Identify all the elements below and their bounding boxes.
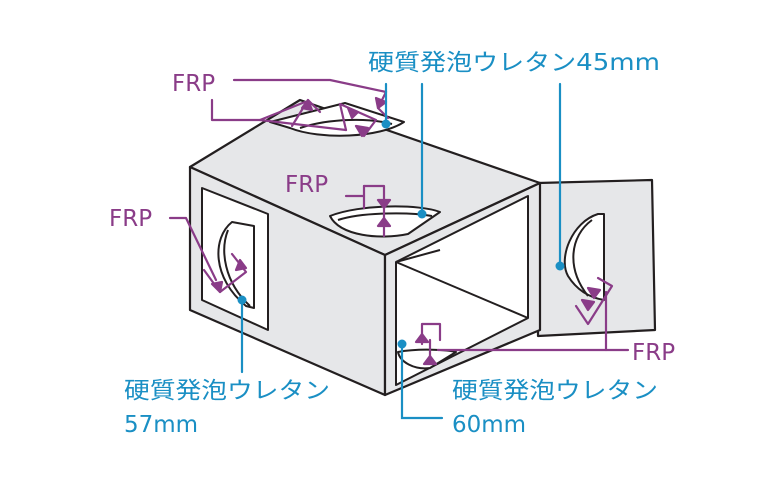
frp-arrow	[414, 332, 430, 344]
urethane-dot	[555, 261, 565, 271]
frp-arrow	[376, 198, 392, 210]
frp-top-leader	[258, 118, 348, 132]
frp-arrow	[210, 280, 224, 294]
frp-left-leader	[168, 216, 218, 282]
label-urethane-45: 硬質発泡ウレタン45mm	[368, 50, 660, 76]
label-urethane-60-line1: 硬質発泡ウレタン	[452, 378, 658, 404]
flange-window	[563, 213, 605, 301]
flange-window-arc	[563, 213, 605, 301]
frp-arrow	[580, 298, 596, 312]
label-frp-left: FRP	[109, 206, 152, 232]
opening-depth-line	[395, 261, 529, 319]
frp-arrow	[422, 354, 438, 366]
urethane-dot	[417, 209, 427, 219]
frp-arrow	[354, 124, 370, 138]
label-urethane-57-line2: 57mm	[124, 412, 198, 438]
labels: FRP FRP FRP FRP 硬質発泡ウレタン45mm 硬質発泡ウレタン 57…	[109, 50, 675, 438]
label-urethane-60-line2: 60mm	[452, 412, 526, 438]
left-window-arc	[217, 221, 255, 309]
frp-markers	[168, 78, 630, 366]
label-frp-mid: FRP	[285, 172, 328, 198]
urethane-dot	[237, 295, 247, 305]
label-frp-right: FRP	[632, 340, 675, 366]
frp-top-leader	[210, 98, 307, 122]
frp-arrow	[300, 98, 314, 112]
label-frp-top: FRP	[172, 71, 215, 97]
front-opening	[395, 195, 529, 386]
frp-arrow	[586, 286, 602, 300]
opening-depth-line	[395, 249, 441, 263]
frp-arrow	[376, 216, 392, 228]
flange-window-arc-inner	[572, 219, 593, 297]
label-urethane-57-line1: 硬質発泡ウレタン	[124, 378, 330, 404]
urethane-dot	[397, 339, 407, 349]
frp-arrow	[374, 96, 388, 110]
frp-top-leader	[232, 78, 388, 94]
urethane-leaders	[240, 82, 562, 420]
urethane-dot	[381, 119, 391, 129]
frp-right-bracket	[574, 276, 614, 326]
frp-arrow	[346, 106, 360, 120]
urethane-dots	[237, 119, 565, 349]
frp-arrow	[234, 258, 248, 272]
urethane-60-leader	[400, 342, 444, 420]
